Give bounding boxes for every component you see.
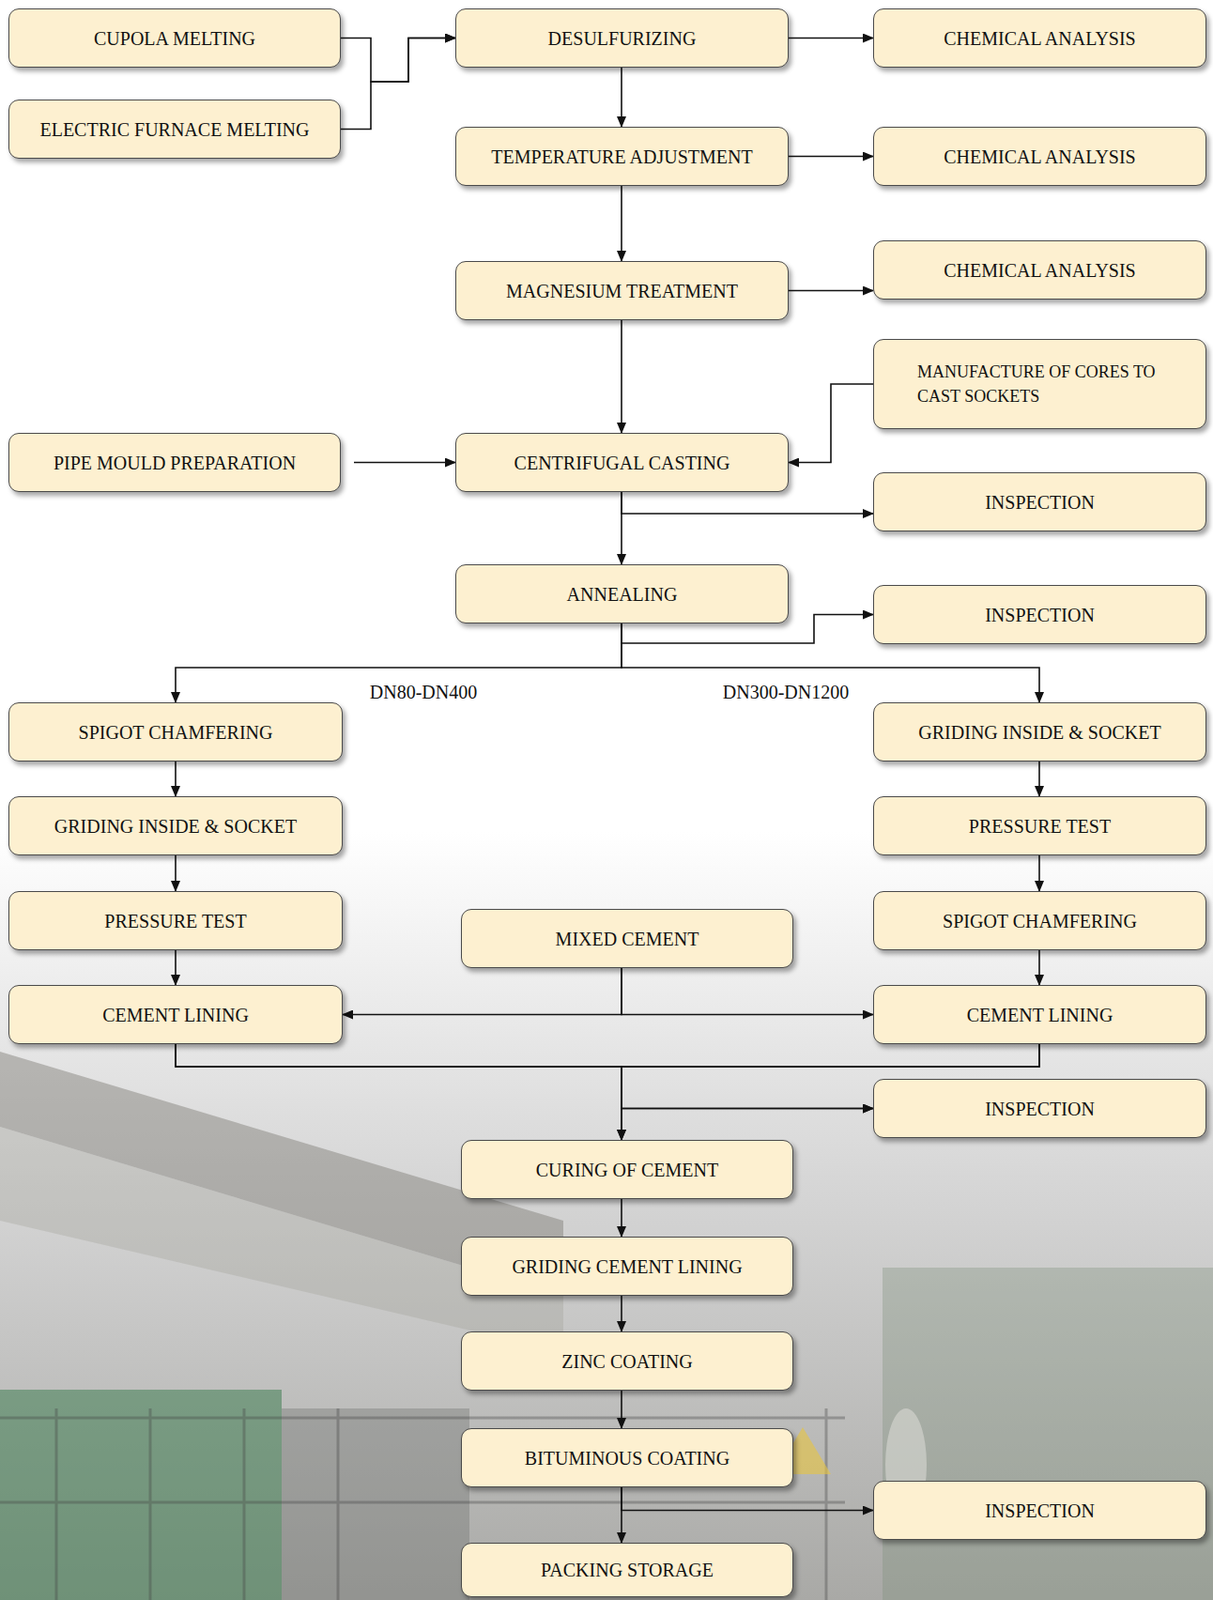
flow-arrow (620, 185, 623, 262)
box-label: MAGNESIUM TREATMENT (506, 275, 738, 308)
flow-arrow (788, 37, 874, 40)
green-panel (0, 1389, 282, 1600)
process-box: SPIGOT CHAMFERING (873, 890, 1207, 951)
process-box: CEMENT LINING (873, 984, 1207, 1045)
process-box: CHEMICAL ANALYSIS (873, 8, 1207, 68)
process-box: MANUFACTURE OF CORES TO CAST SOCKETS (873, 338, 1207, 430)
process-box: INSPECTION (873, 1480, 1207, 1540)
flow-arrow (621, 491, 874, 514)
process-box: BITUMINOUS COATING (460, 1427, 794, 1488)
process-box: GRIDING INSIDE & SOCKET (873, 702, 1207, 762)
box-label: SPIGOT CHAMFERING (78, 716, 274, 749)
box-label: GRIDING INSIDE & SOCKET (918, 716, 1161, 749)
flow-arrow (175, 623, 622, 703)
flow-arrow (620, 491, 623, 565)
box-label: CEMENT LINING (967, 998, 1114, 1031)
box-label: CURING OF CEMENT (536, 1153, 719, 1186)
box-label: PRESSURE TEST (968, 810, 1111, 843)
box-label: CEMENT LINING (102, 998, 249, 1031)
box-label: CHEMICAL ANALYSIS (943, 140, 1137, 173)
process-box: GRIDING CEMENT LINING (460, 1236, 794, 1296)
process-box: CHEMICAL ANALYSIS (873, 126, 1207, 186)
branch-label: DN300-DN1200 (722, 681, 849, 704)
box-label: ZINC COATING (561, 1345, 692, 1378)
process-box: ELECTRIC FURNACE MELTING (8, 99, 341, 159)
process-box: CUPOLA MELTING (8, 8, 341, 68)
box-label: DESULFURIZING (548, 22, 697, 55)
box-label: CHEMICAL ANALYSIS (943, 254, 1137, 287)
box-label: MANUFACTURE OF CORES TO CAST SOCKETS (917, 359, 1195, 409)
box-label: PRESSURE TEST (104, 905, 246, 937)
process-box: PACKING STORAGE (460, 1542, 794, 1597)
green-wall (882, 1267, 1213, 1600)
flow-arrow (788, 383, 874, 463)
flow-arrow (1038, 950, 1041, 985)
box-label: MIXED CEMENT (555, 922, 700, 955)
box-label: GRIDING INSIDE & SOCKET (54, 810, 297, 843)
flow-arrow (353, 461, 456, 464)
process-box: CHEMICAL ANALYSIS (873, 240, 1207, 300)
process-box: PRESSURE TEST (8, 890, 343, 951)
box-label: ELECTRIC FURNACE MELTING (39, 113, 309, 146)
flow-arrow (1038, 855, 1041, 891)
box-label: TEMPERATURE ADJUSTMENT (491, 140, 753, 173)
flow-arrow (620, 1198, 623, 1237)
flow-arrow (621, 967, 874, 1015)
process-box: CEMENT LINING (8, 984, 343, 1045)
process-box: MAGNESIUM TREATMENT (455, 261, 789, 321)
process-box: PIPE MOULD PREPARATION (8, 432, 341, 492)
box-label: INSPECTION (984, 598, 1095, 631)
process-box: SPIGOT CHAMFERING (8, 702, 343, 762)
box-label: CHEMICAL ANALYSIS (943, 22, 1137, 55)
box-label: BITUMINOUS COATING (524, 1442, 730, 1475)
flow-arrow (620, 1390, 623, 1428)
box-label: SPIGOT CHAMFERING (942, 905, 1137, 937)
process-box: ZINC COATING (460, 1331, 794, 1391)
flow-arrow (175, 1044, 622, 1140)
box-label: INSPECTION (984, 1092, 1095, 1125)
process-box: INSPECTION (873, 1078, 1207, 1138)
flow-arrow (788, 155, 874, 158)
process-box: PRESSURE TEST (873, 796, 1207, 856)
flow-arrow (175, 1044, 874, 1109)
flow-arrow (340, 38, 456, 130)
flow-arrow (340, 38, 456, 83)
flow-arrow (174, 761, 177, 797)
flow-arrow (788, 290, 874, 292)
process-box: DESULFURIZING (455, 8, 789, 68)
fence (0, 1408, 845, 1600)
box-label: GRIDING CEMENT LINING (511, 1250, 742, 1283)
box-label: CUPOLA MELTING (93, 22, 256, 55)
process-box: MIXED CEMENT (460, 908, 794, 968)
process-box: CURING OF CEMENT (460, 1139, 794, 1199)
process-box: TEMPERATURE ADJUSTMENT (455, 126, 789, 186)
flow-arrow (1038, 761, 1041, 797)
box-label: INSPECTION (984, 486, 1095, 519)
flow-arrow (620, 320, 623, 433)
box-label: INSPECTION (984, 1494, 1095, 1527)
process-box: CENTRIFUGAL CASTING (455, 432, 789, 492)
flow-arrow (342, 967, 622, 1015)
box-label: CENTRIFUGAL CASTING (514, 446, 731, 479)
process-box: GRIDING INSIDE & SOCKET (8, 796, 343, 856)
flow-arrow (174, 950, 177, 985)
flow-arrow (621, 1487, 874, 1511)
box-label: ANNEALING (567, 578, 678, 611)
flow-arrow (174, 855, 177, 891)
process-box: INSPECTION (873, 472, 1207, 532)
flow-arrow (620, 1295, 623, 1332)
branch-label: DN80-DN400 (369, 681, 477, 704)
flow-arrow (620, 1487, 623, 1543)
process-box: ANNEALING (455, 564, 789, 624)
box-label: PACKING STORAGE (540, 1553, 714, 1586)
machine (281, 1408, 470, 1600)
process-box: INSPECTION (873, 584, 1207, 645)
box-label: PIPE MOULD PREPARATION (53, 446, 296, 479)
flow-arrow (620, 67, 623, 127)
